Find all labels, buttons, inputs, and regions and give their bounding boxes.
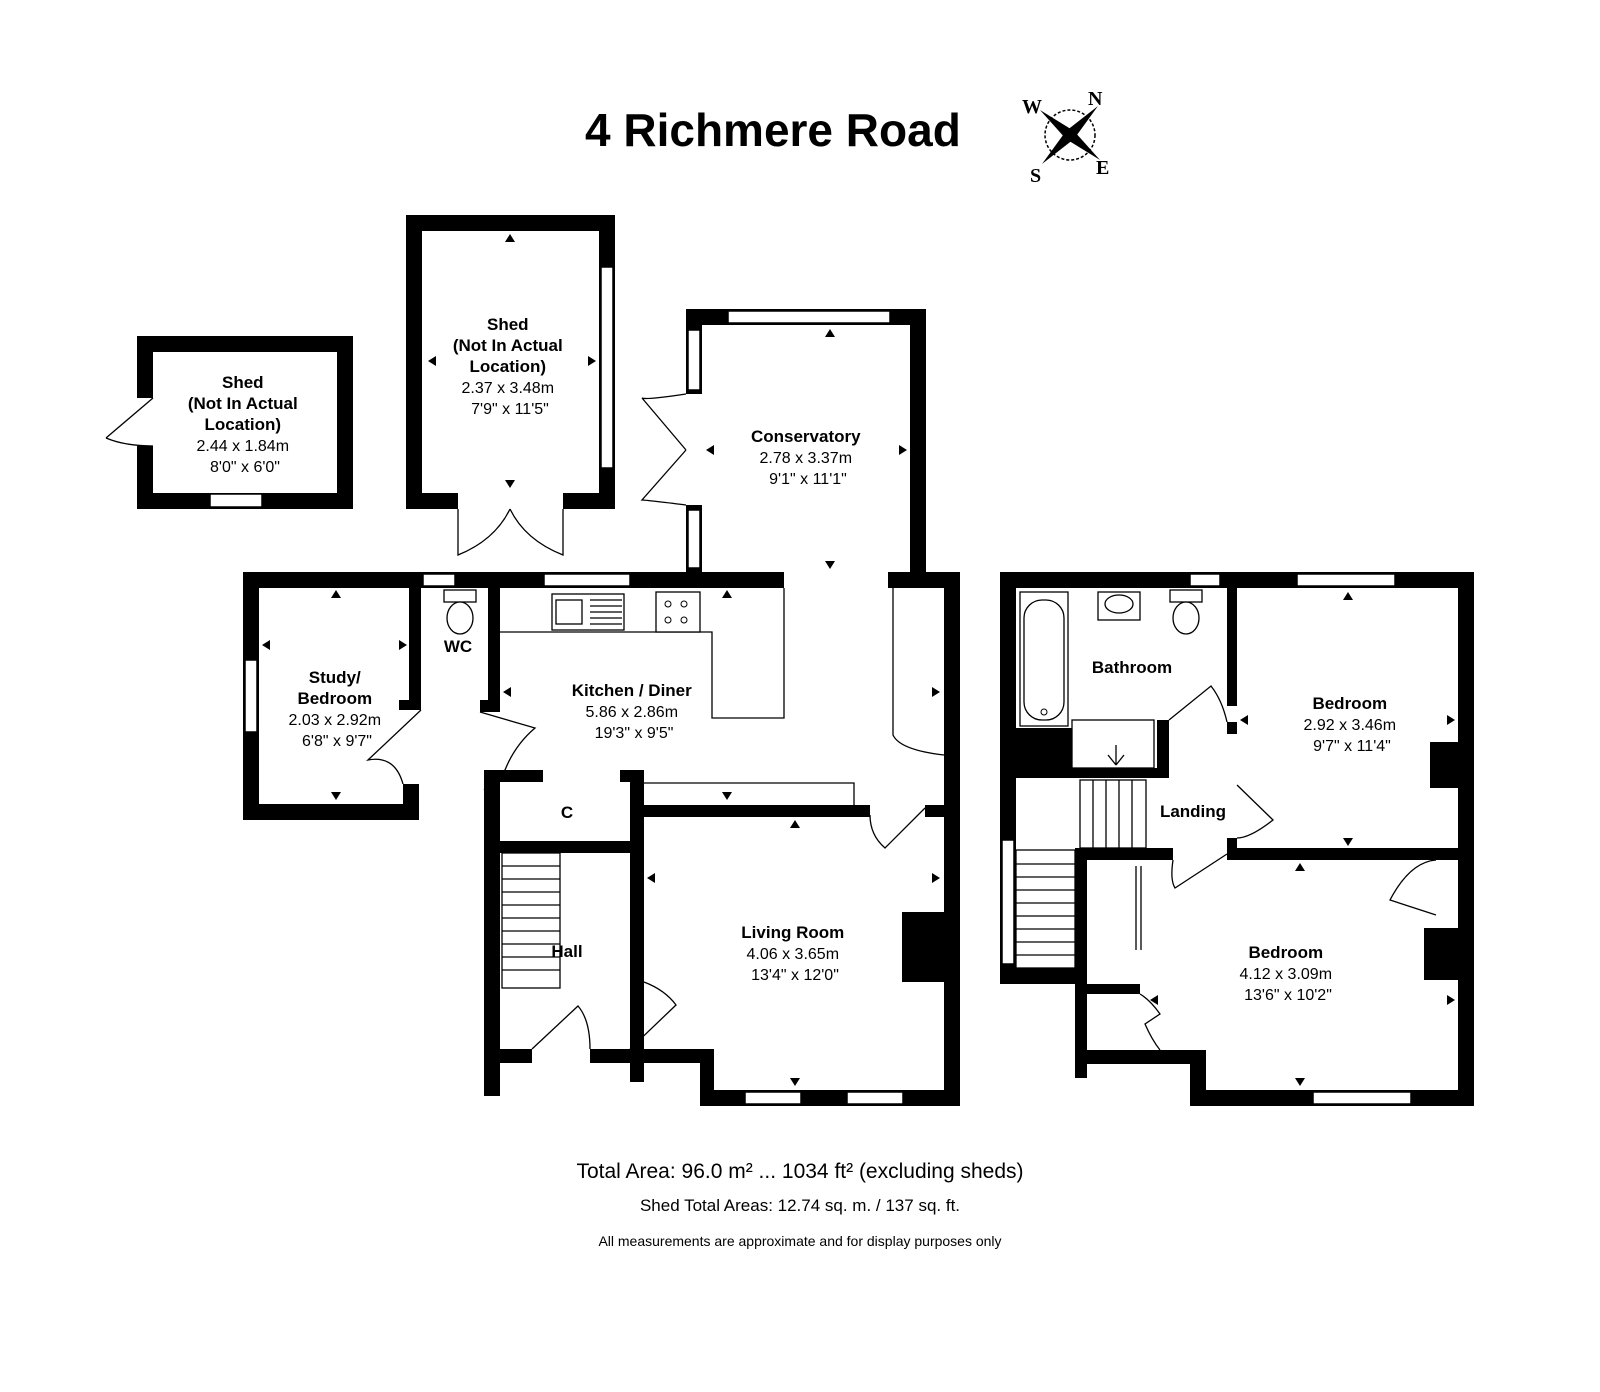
- label-cupboard: C: [561, 803, 573, 822]
- label-bedroom-lower: Bedroom 4.12 x 3.09m 13'6" x 10'2": [1240, 943, 1337, 1004]
- compass-s: S: [1030, 165, 1041, 187]
- disclaimer: All measurements are approximate and for…: [598, 1233, 1002, 1249]
- shed-small: [105, 336, 353, 509]
- compass-n: N: [1088, 88, 1103, 110]
- label-bedroom-upper: Bedroom 2.92 x 3.46m 9'7" x 11'4": [1304, 694, 1401, 755]
- label-shed-small: Shed (Not In Actual Location) 2.44 x 1.8…: [188, 373, 302, 476]
- label-wc: WC: [444, 637, 472, 656]
- label-bathroom: Bathroom: [1092, 658, 1172, 677]
- compass-icon: W N S E: [1022, 88, 1109, 187]
- stairs: [501, 852, 561, 989]
- label-landing: Landing: [1160, 802, 1226, 821]
- conservatory: [640, 309, 926, 572]
- dimension-arrows: [262, 234, 1455, 1086]
- page-title: 4 Richmere Road: [585, 104, 961, 156]
- stairs-upper: [1015, 779, 1147, 969]
- compass-e: E: [1096, 157, 1109, 179]
- compass-w: W: [1022, 96, 1042, 118]
- label-living-room: Living Room 4.06 x 3.65m 13'4" x 12'0": [741, 923, 848, 984]
- total-area: Total Area: 96.0 m² ... 1034 ft² (exclud…: [576, 1160, 1024, 1183]
- label-conservatory: Conservatory 2.78 x 3.37m 9'1" x 11'1": [751, 427, 865, 488]
- shed-area: Shed Total Areas: 12.74 sq. m. / 137 sq.…: [639, 1196, 961, 1215]
- ground-floor: [243, 572, 960, 1106]
- first-floor: [1000, 572, 1474, 1106]
- label-kitchen: Kitchen / Diner 5.86 x 2.86m 19'3" x 9'5…: [572, 681, 696, 742]
- label-study: Study/ Bedroom 2.03 x 2.92m 6'8" x 9'7": [289, 668, 386, 750]
- label-hall: Hall: [551, 942, 582, 961]
- label-shed-large: Shed (Not In Actual Location) 2.37 x 3.4…: [453, 315, 567, 418]
- shed-large: [406, 215, 615, 556]
